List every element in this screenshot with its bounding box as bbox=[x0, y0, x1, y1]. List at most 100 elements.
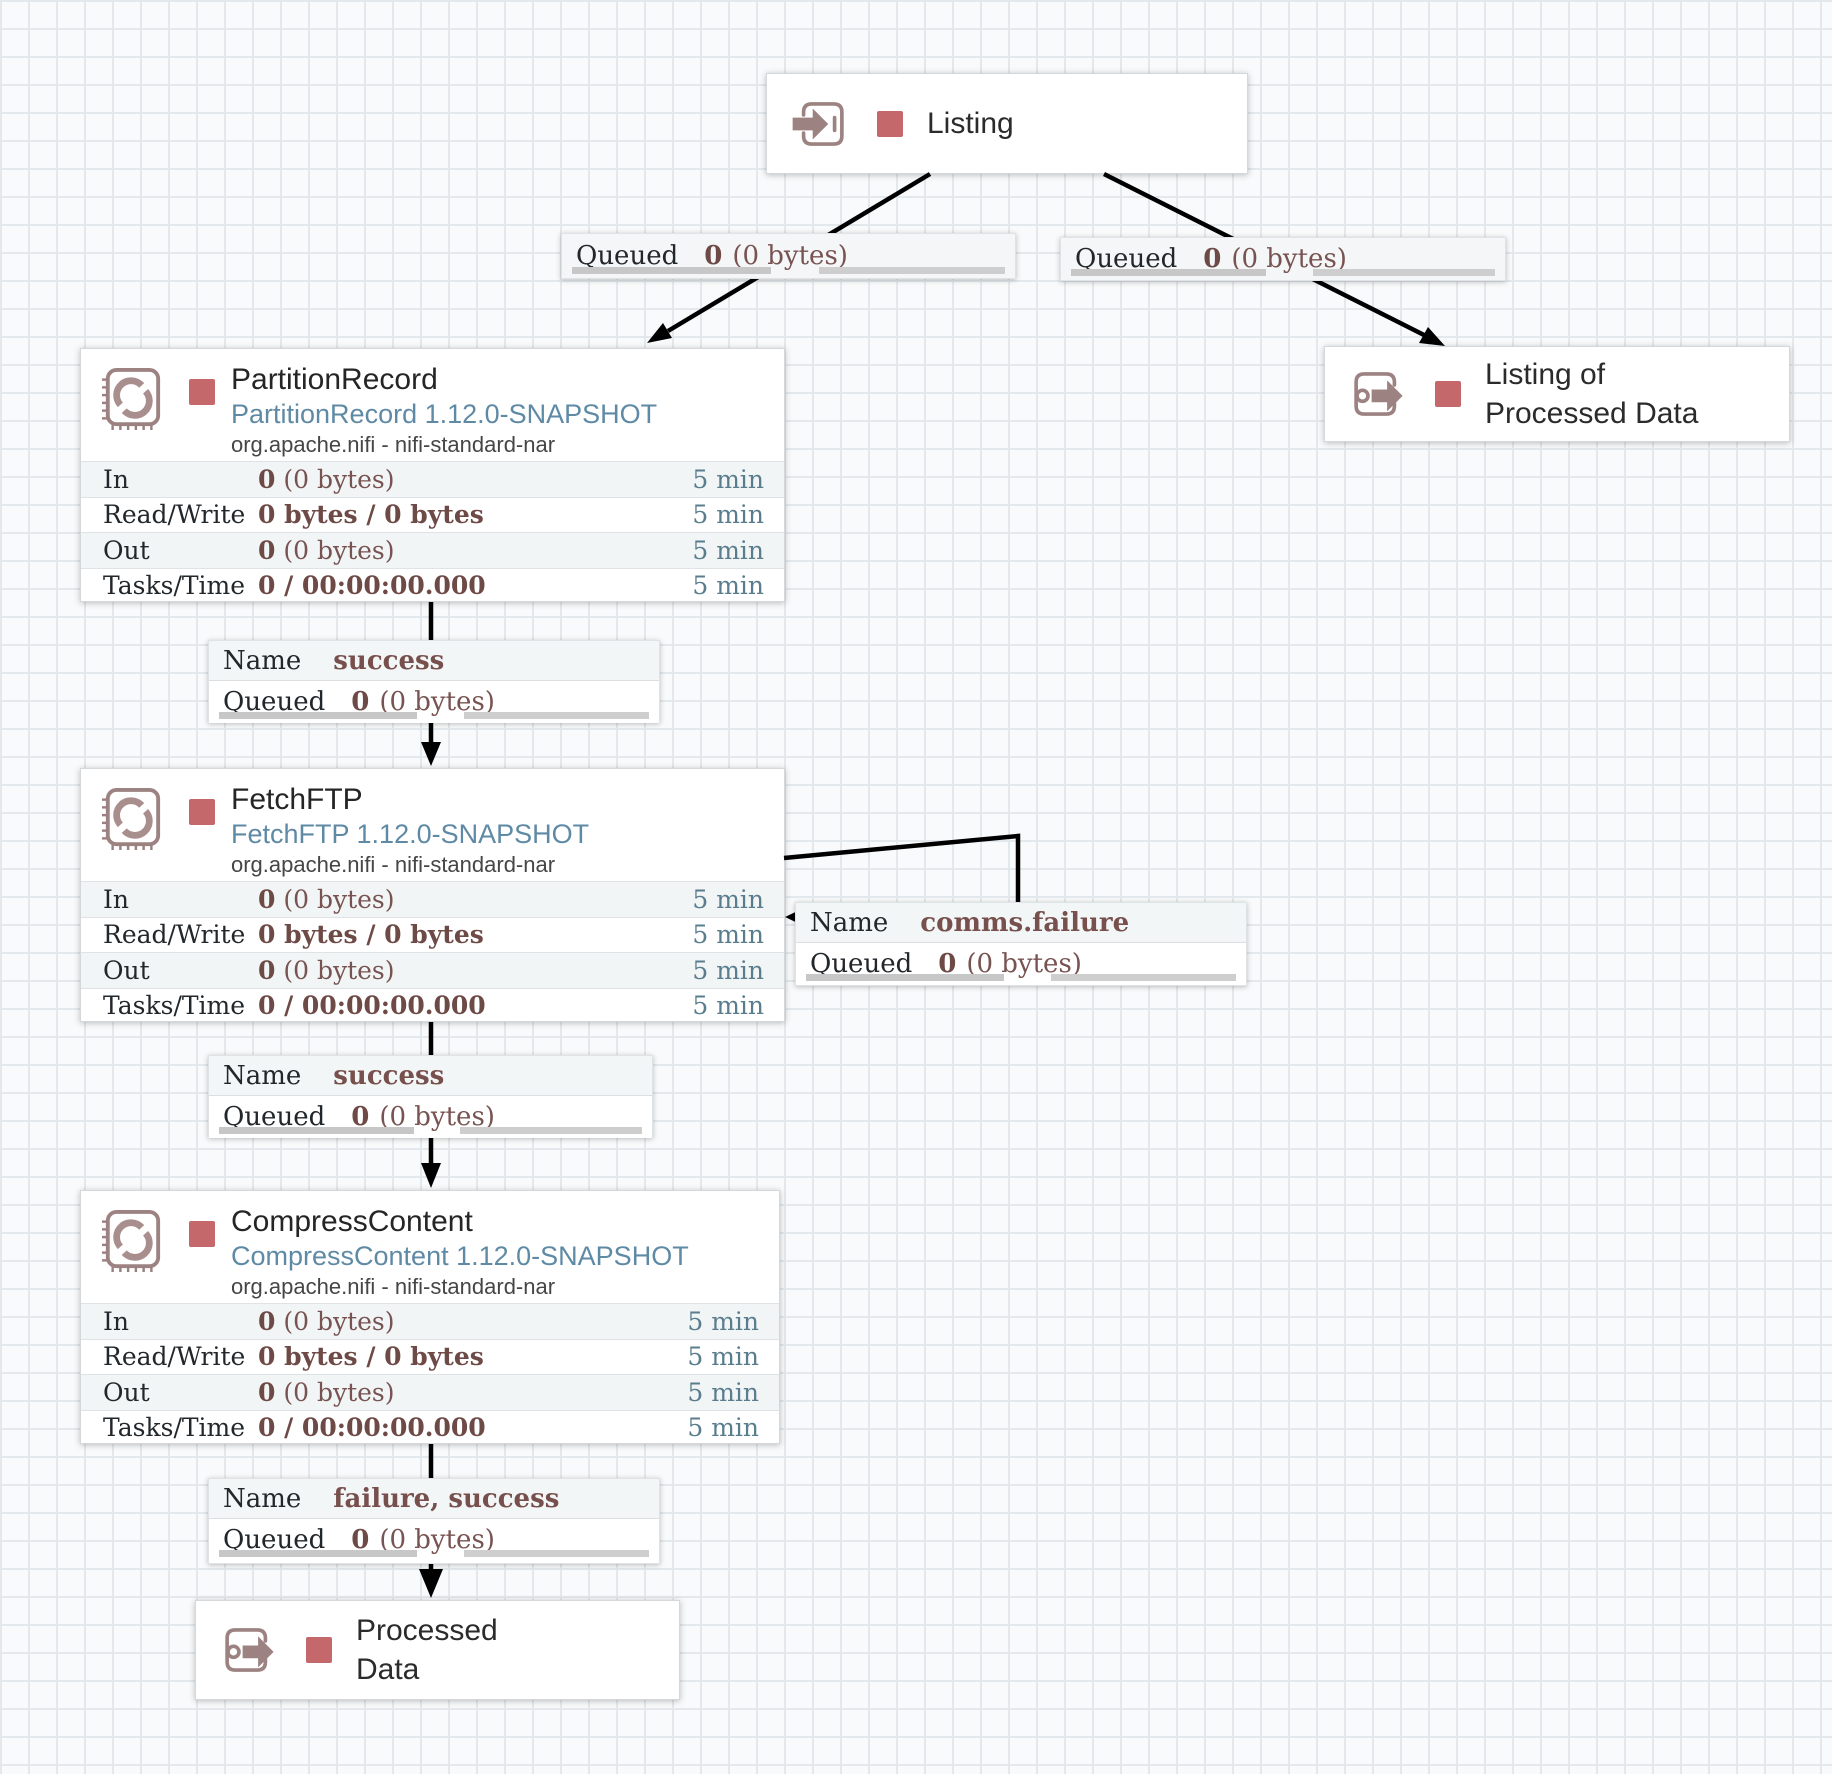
processor-bundle: org.apache.nifi - nifi-standard-nar bbox=[231, 852, 556, 877]
stat-row-in: In 0 (0 bytes) 5 min bbox=[81, 1303, 779, 1339]
name-row: Name success bbox=[209, 1056, 652, 1096]
stat-window: 5 min bbox=[692, 500, 764, 530]
stat-window: 5 min bbox=[692, 571, 764, 601]
stat-label-out: Out bbox=[103, 955, 150, 985]
name-key: Name bbox=[223, 1060, 302, 1091]
stat-label-in: In bbox=[103, 884, 129, 914]
stopped-status-icon bbox=[306, 1637, 332, 1663]
name-row: Name failure, success bbox=[209, 1479, 659, 1519]
stat-row-read-write: Read/Write 0 bytes / 0 bytes 5 min bbox=[81, 916, 784, 953]
connection-label-listing-to-listing-of-processed-data[interactable]: Queued 0 (0 bytes) bbox=[1060, 237, 1506, 281]
name-row: Name success bbox=[209, 641, 659, 681]
port-label-line2: Data bbox=[356, 1653, 420, 1686]
connection-label-listing-to-partitionrecord[interactable]: Queued 0 (0 bytes) bbox=[561, 233, 1016, 279]
stat-row-tasks: Tasks/Time 0 / 00:00:00.000 5 min bbox=[81, 567, 784, 604]
stat-window: 5 min bbox=[692, 955, 764, 985]
stopped-status-icon bbox=[1435, 381, 1461, 407]
name-row: Name comms.failure bbox=[796, 903, 1246, 943]
stat-label-read-write: Read/Write bbox=[103, 920, 246, 950]
stopped-status-icon bbox=[189, 1221, 215, 1247]
queue-progress-bars bbox=[806, 974, 1236, 981]
port-label: Listing of Processed Data bbox=[1485, 355, 1698, 433]
processor-header: PartitionRecord PartitionRecord 1.12.0-S… bbox=[81, 349, 784, 461]
stat-value-read-write: 0 bytes / 0 bytes bbox=[258, 920, 484, 950]
port-label-line1: Listing of bbox=[1485, 358, 1606, 391]
processor-fetchftp[interactable]: FetchFTP FetchFTP 1.12.0-SNAPSHOT org.ap… bbox=[80, 768, 785, 1022]
queued-row: Queued 0 (0 bytes) bbox=[209, 1096, 652, 1138]
output-port-icon bbox=[225, 1628, 274, 1672]
relationship-name: success bbox=[333, 645, 445, 676]
processor-icon bbox=[101, 368, 161, 430]
processor-type: CompressContent 1.12.0-SNAPSHOT bbox=[231, 1241, 689, 1271]
processor-compresscontent[interactable]: CompressContent CompressContent 1.12.0-S… bbox=[80, 1190, 780, 1444]
output-port-processed-data[interactable]: Processed Data bbox=[195, 1600, 680, 1700]
stat-window: 5 min bbox=[692, 920, 764, 950]
processor-header: CompressContent CompressContent 1.12.0-S… bbox=[81, 1191, 779, 1303]
stat-value-in: 0 (0 bytes) bbox=[258, 464, 395, 494]
stat-label-tasks: Tasks/Time bbox=[103, 571, 246, 601]
output-port-listing-of-processed-data[interactable]: Listing of Processed Data bbox=[1324, 346, 1790, 442]
stat-label-read-write: Read/Write bbox=[103, 1342, 246, 1372]
stat-window: 5 min bbox=[692, 464, 764, 494]
stat-window: 5 min bbox=[687, 1377, 759, 1407]
stat-value-out: 0 (0 bytes) bbox=[258, 535, 395, 565]
stat-value-in: 0 (0 bytes) bbox=[258, 1306, 395, 1336]
queue-progress-bars bbox=[1071, 269, 1495, 276]
connection-label-comms-failure-fetchftp-loop[interactable]: Name comms.failure Queued 0 (0 bytes) bbox=[795, 902, 1247, 986]
processor-icon bbox=[101, 1210, 161, 1272]
stat-row-out: Out 0 (0 bytes) 5 min bbox=[81, 952, 784, 988]
queue-progress-bars bbox=[219, 1550, 649, 1557]
stat-value-out: 0 (0 bytes) bbox=[258, 1377, 395, 1407]
queued-row: Queued 0 (0 bytes) bbox=[209, 681, 659, 723]
stat-value-tasks: 0 / 00:00:00.000 bbox=[258, 571, 486, 601]
stat-window: 5 min bbox=[692, 884, 764, 914]
input-port-listing[interactable]: Listing bbox=[766, 73, 1248, 174]
stopped-status-icon bbox=[189, 379, 215, 405]
stopped-status-icon bbox=[877, 110, 903, 137]
processor-header: FetchFTP FetchFTP 1.12.0-SNAPSHOT org.ap… bbox=[81, 769, 784, 881]
connection-label-failure-success-compresscontent-to-processed-data[interactable]: Name failure, success Queued 0 (0 bytes) bbox=[208, 1478, 660, 1564]
stat-value-read-write: 0 bytes / 0 bytes bbox=[258, 500, 484, 530]
port-label-line1: Processed bbox=[356, 1614, 498, 1647]
queued-row: Queued 0 (0 bytes) bbox=[562, 234, 1015, 278]
queue-progress-bars bbox=[572, 267, 1005, 274]
stat-value-out: 0 (0 bytes) bbox=[258, 955, 395, 985]
stat-row-read-write: Read/Write 0 bytes / 0 bytes 5 min bbox=[81, 1338, 779, 1375]
queued-row: Queued 0 (0 bytes) bbox=[796, 943, 1246, 985]
port-label: Processed Data bbox=[356, 1611, 498, 1689]
processor-icon bbox=[101, 788, 161, 850]
stat-row-tasks: Tasks/Time 0 / 00:00:00.000 5 min bbox=[81, 1409, 779, 1446]
relationship-name: success bbox=[333, 1060, 445, 1091]
stat-label-tasks: Tasks/Time bbox=[103, 1413, 246, 1443]
processor-title: CompressContent bbox=[231, 1205, 473, 1238]
relationship-name: failure, success bbox=[333, 1483, 560, 1514]
connection-label-success-partitionrecord-to-fetchftp[interactable]: Name success Queued 0 (0 bytes) bbox=[208, 640, 660, 723]
processor-partitionrecord[interactable]: PartitionRecord PartitionRecord 1.12.0-S… bbox=[80, 348, 785, 602]
stat-window: 5 min bbox=[692, 535, 764, 565]
queued-key: Queued bbox=[576, 241, 679, 271]
processor-title: PartitionRecord bbox=[231, 363, 438, 396]
stat-value-tasks: 0 / 00:00:00.000 bbox=[258, 991, 486, 1021]
stat-window: 5 min bbox=[687, 1342, 759, 1372]
stat-value-tasks: 0 / 00:00:00.000 bbox=[258, 1413, 486, 1443]
connection-label-success-fetchftp-to-compresscontent[interactable]: Name success Queued 0 (0 bytes) bbox=[208, 1055, 653, 1138]
name-key: Name bbox=[810, 907, 889, 938]
processor-type: FetchFTP 1.12.0-SNAPSHOT bbox=[231, 819, 590, 849]
relationship-name: comms.failure bbox=[920, 907, 1130, 938]
port-label-line2: Processed Data bbox=[1485, 397, 1699, 430]
stat-label-in: In bbox=[103, 464, 129, 494]
processor-type: PartitionRecord 1.12.0-SNAPSHOT bbox=[231, 399, 658, 429]
name-key: Name bbox=[223, 1483, 302, 1514]
queued-row: Queued 0 (0 bytes) bbox=[1061, 238, 1505, 280]
stat-row-in: In 0 (0 bytes) 5 min bbox=[81, 881, 784, 917]
stat-label-out: Out bbox=[103, 1377, 150, 1407]
stat-label-out: Out bbox=[103, 535, 150, 565]
stat-row-tasks: Tasks/Time 0 / 00:00:00.000 5 min bbox=[81, 987, 784, 1024]
input-port-icon bbox=[792, 101, 844, 146]
stat-row-out: Out 0 (0 bytes) 5 min bbox=[81, 1374, 779, 1410]
queued-row: Queued 0 (0 bytes) bbox=[209, 1519, 659, 1561]
stat-label-read-write: Read/Write bbox=[103, 500, 246, 530]
processor-bundle: org.apache.nifi - nifi-standard-nar bbox=[231, 1274, 556, 1299]
name-key: Name bbox=[223, 645, 302, 676]
